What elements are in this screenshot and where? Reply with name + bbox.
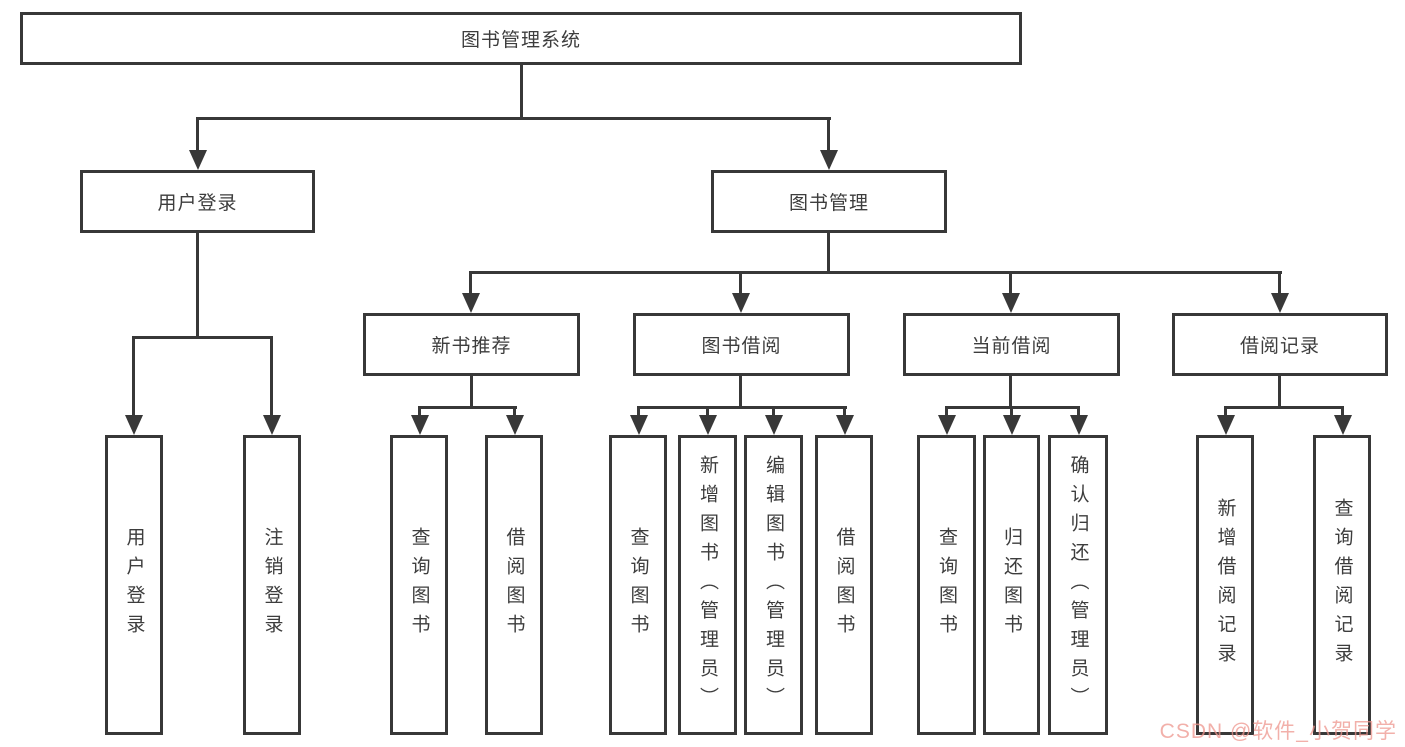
arrow-down-icon [827,117,830,150]
node-book-management: 图书管理 [711,170,947,233]
connector-line [739,376,742,408]
node-label: 借阅记录 [1239,336,1320,357]
connector-line [470,271,1282,274]
node-borrowing-records: 借阅记录 [1172,313,1388,376]
node-label: 图书管理 [788,193,869,214]
node-label: 借阅图书 [833,527,855,643]
node-borrow-books: 借阅图书 [485,435,543,735]
csdn-watermark: CSDN @软件_小贺同学 [1159,720,1397,743]
node-label: 当前借阅 [971,336,1052,357]
node-label: 新增借阅记录 [1214,498,1236,672]
arrow-down-icon [1278,271,1281,293]
arrow-down-icon [739,271,742,293]
connector-line [1009,376,1012,408]
arrow-down-icon [469,271,472,293]
arrow-down-icon [132,336,135,415]
arrow-down-icon [637,406,640,415]
node-add-books-admin: 新增图书（管理员） [678,435,737,735]
arrow-down-icon [1009,271,1012,293]
node-user-login-leaf: 用户登录 [105,435,163,735]
connector-line [827,233,830,273]
node-label: 查询图书 [936,527,957,643]
connector-line [1224,406,1344,409]
node-label: 查询图书 [627,527,649,643]
connector-line [196,117,831,120]
node-label: 注销登录 [261,527,283,643]
node-library-management-system: 图书管理系统 [20,12,1022,65]
node-query-borrow-record: 查询借阅记录 [1313,435,1371,735]
node-edit-books-admin: 编辑图书（管理员） [744,435,803,735]
arrow-down-icon [1010,406,1013,415]
node-book-borrowing: 图书借阅 [633,313,850,376]
connector-line [520,65,523,117]
node-label: 新增图书（管理员） [697,454,718,716]
node-label: 图书管理系统 [460,30,581,51]
arrow-down-icon [772,406,775,415]
node-label: 借阅图书 [503,527,525,643]
arrow-down-icon [513,406,516,415]
connector-line [418,406,517,409]
node-query-books: 查询图书 [390,435,448,735]
node-query-books: 查询图书 [917,435,976,735]
node-label: 确认归还（管理员） [1067,454,1089,716]
node-label: 编辑图书（管理员） [763,454,784,716]
node-add-borrow-record: 新增借阅记录 [1196,435,1254,735]
arrow-down-icon [1341,406,1344,415]
node-borrow-books: 借阅图书 [815,435,873,735]
arrow-down-icon [1077,406,1080,415]
node-new-book-recommend: 新书推荐 [363,313,580,376]
arrow-down-icon [418,406,421,415]
arrow-down-icon [270,336,273,415]
arrow-down-icon [945,406,948,415]
node-return-books: 归还图书 [983,435,1040,735]
node-label: 新书推荐 [431,336,512,357]
arrow-down-icon [843,406,846,415]
node-label: 归还图书 [1001,527,1022,643]
node-logout: 注销登录 [243,435,301,735]
arrow-down-icon [196,117,199,150]
connector-line [1278,376,1281,408]
node-label: 用户登录 [123,527,145,643]
node-label: 用户登录 [157,193,238,214]
arrow-down-icon [706,406,709,415]
node-user-login: 用户登录 [80,170,315,233]
connector-line [637,406,847,409]
node-label: 图书借阅 [701,336,782,357]
connector-line [196,233,199,336]
connector-line [132,336,273,339]
node-confirm-return-admin: 确认归还（管理员） [1048,435,1108,735]
arrow-down-icon [1224,406,1227,415]
node-current-borrowing: 当前借阅 [903,313,1120,376]
node-label: 查询借阅记录 [1331,498,1353,672]
node-label: 查询图书 [408,527,430,643]
connector-line [470,376,473,408]
node-query-books: 查询图书 [609,435,667,735]
